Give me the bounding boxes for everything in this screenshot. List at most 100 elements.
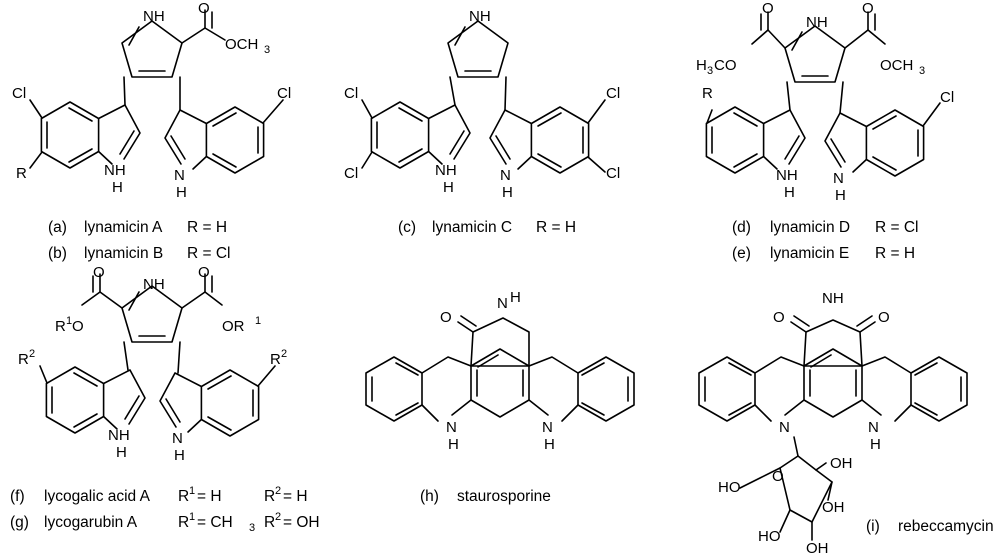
caption-r1-value: = CH — [197, 514, 233, 531]
atom-h3co: CO — [714, 57, 737, 74]
caption-r1-symbol: R — [178, 514, 189, 531]
caption-r2-value: = OH — [283, 514, 320, 531]
atom-r: R — [702, 85, 713, 102]
caption-r1-index: 1 — [189, 511, 195, 523]
caption-substituent: R = Cl — [875, 219, 919, 236]
caption-h: (h) staurosporine — [420, 488, 551, 505]
caption-d: (d) lynamicin D R = Cl — [732, 219, 919, 236]
atom-o: O — [772, 468, 784, 485]
atom-n: N — [174, 167, 185, 184]
caption-tag: (d) — [732, 219, 751, 236]
atom-cl: Cl — [606, 85, 620, 102]
atom-sup-2: 2 — [29, 348, 35, 360]
atom-r: R — [18, 351, 29, 368]
caption-r1-symbol: R — [178, 488, 189, 505]
atom-n: N — [868, 419, 879, 436]
atom-o: O — [93, 264, 105, 281]
caption-substituent: R = H — [187, 219, 227, 236]
atom-cl: Cl — [277, 85, 291, 102]
caption-r2-symbol: R — [264, 514, 275, 531]
atom-nh: NH — [822, 290, 844, 307]
caption-name: lynamicin B — [84, 245, 163, 262]
atom-o: O — [773, 309, 785, 326]
structure-lynamicin-c: NH Cl Cl NH H N H Cl Cl — [344, 8, 620, 201]
atom-nh: NH — [435, 162, 457, 179]
atom-o: O — [198, 0, 210, 17]
caption-name: lynamicin A — [84, 219, 163, 236]
caption-tag: (b) — [48, 245, 67, 262]
atom-o: O — [198, 264, 210, 281]
atom-h: H — [176, 184, 187, 201]
atom-h: H — [112, 179, 123, 196]
atom-sup-1: 1 — [255, 315, 261, 327]
structure-lycogalic-lycogarubin: NH O O R 1 O OR 1 R 2 NH H N H R 2 — [18, 264, 287, 464]
atom-n: N — [833, 170, 844, 187]
atom-sub-3: 3 — [707, 65, 713, 77]
caption-substituent: R = H — [875, 245, 915, 262]
atom-och3: OCH — [880, 57, 913, 74]
caption-tag: (h) — [420, 488, 439, 505]
caption-r2-index: 2 — [275, 511, 281, 523]
atom-h: H — [870, 436, 881, 453]
caption-tag: (g) — [10, 514, 29, 531]
atom-nh: NH — [143, 8, 165, 25]
atom-h: H — [502, 184, 513, 201]
caption-tag: (c) — [398, 219, 416, 236]
atom-h: H — [510, 289, 521, 306]
atom-nh: NH — [806, 14, 828, 31]
caption-b: (b) lynamicin B R = Cl — [48, 245, 231, 262]
atom-o: O — [762, 0, 774, 17]
caption-r2-symbol: R — [264, 488, 275, 505]
caption-a: (a) lynamicin A R = H — [48, 219, 227, 236]
caption-substituent: R = Cl — [187, 245, 231, 262]
caption-tag: (a) — [48, 219, 67, 236]
caption-name: lynamicin E — [770, 245, 849, 262]
structure-rebeccamycin: O O NH N N H O OH HO OH HO OH — [698, 290, 968, 555]
atom-cl: Cl — [12, 85, 26, 102]
caption-r2-value: = H — [283, 488, 308, 505]
caption-c: (c) lynamicin C R = H — [398, 219, 576, 236]
caption-name: lynamicin C — [432, 219, 512, 236]
caption-r2-index: 2 — [275, 485, 281, 497]
atom-cl: Cl — [344, 165, 358, 182]
caption-tag: (i) — [866, 518, 880, 535]
atom-och3: OCH — [225, 36, 258, 53]
atom-h3c-prefix: H — [696, 57, 707, 74]
atom-nh: NH — [469, 8, 491, 25]
atom-oh: OH — [806, 540, 829, 555]
atom-sub-3: 3 — [264, 44, 270, 56]
atom-or1: OR — [222, 318, 245, 335]
atom-o: O — [440, 309, 452, 326]
caption-name: lycogalic acid A — [44, 488, 151, 505]
atom-h: H — [448, 436, 459, 453]
atom-nh: NH — [143, 276, 165, 293]
caption-r1-value: = H — [197, 488, 222, 505]
atom-h: H — [443, 179, 454, 196]
caption-name: lycogarubin A — [44, 514, 138, 531]
atom-r: R — [270, 351, 281, 368]
atom-cl: Cl — [940, 89, 954, 106]
atom-nh: NH — [776, 167, 798, 184]
structure-lynamicin-de: NH O O H 3 CO OCH 3 R NH H N H Cl — [696, 0, 954, 204]
atom-ho: HO — [758, 528, 781, 545]
atom-h: H — [174, 447, 185, 464]
atom-h: H — [544, 436, 555, 453]
caption-tag: (e) — [732, 245, 751, 262]
caption-g: (g) lycogarubin A R 1 = CH 3 R 2 = OH — [10, 511, 320, 534]
atom-r1o: O — [72, 318, 84, 335]
atom-n: N — [446, 419, 457, 436]
atom-r: R — [55, 318, 66, 335]
caption-name: staurosporine — [457, 488, 551, 505]
caption-name: rebeccamycin — [898, 518, 994, 535]
atom-sup-1: 1 — [66, 315, 72, 327]
atom-n: N — [172, 430, 183, 447]
caption-name: lynamicin D — [770, 219, 850, 236]
atom-n: N — [500, 167, 511, 184]
structure-staurosporine: O N H N H N H — [365, 289, 635, 453]
atom-o: O — [862, 0, 874, 17]
caption-f: (f) lycogalic acid A R 1 = H R 2 = H — [10, 485, 308, 505]
caption-tag: (f) — [10, 488, 25, 505]
atom-nh: NH — [104, 162, 126, 179]
atom-sub-3: 3 — [919, 65, 925, 77]
caption-r1-sub: 3 — [249, 522, 255, 534]
